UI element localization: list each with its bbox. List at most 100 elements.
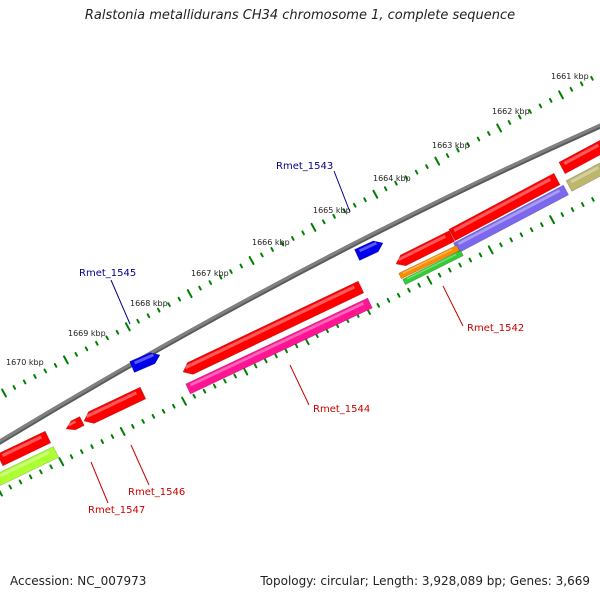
scale-tick — [310, 222, 317, 232]
accession-text: Accession: NC_007973 — [10, 574, 147, 588]
gene-lower-khaki-shine — [570, 166, 600, 184]
scale-tick — [136, 318, 140, 324]
gene-rmet-1548-shine — [1, 435, 43, 458]
scale-tick — [253, 363, 258, 369]
gene-rmet-1540-body — [558, 139, 600, 175]
scale-tick — [383, 186, 388, 192]
scale-tick — [591, 197, 595, 202]
gene-rmet-1542-part-shine — [397, 234, 447, 262]
gene-lower-yellowgreen — [0, 446, 60, 486]
gene-rmet-1542-part-body — [395, 230, 456, 267]
gene-rmet-1547 — [65, 416, 85, 431]
gene-label-rmet-1545[interactable]: Rmet_1545 — [79, 268, 136, 279]
scale-tick — [33, 374, 37, 379]
scale-tick — [476, 136, 481, 142]
scale-tick — [407, 287, 411, 293]
gene-lower-magenta-body — [185, 297, 373, 395]
scale-label: 1666 kbp — [252, 238, 290, 247]
scale-tick — [579, 81, 584, 87]
scale-tick — [202, 388, 207, 394]
scale-tick — [0, 489, 3, 497]
scale-tick — [208, 280, 213, 285]
scale-tick — [1, 388, 7, 398]
label-leader-line — [333, 170, 351, 213]
scale-tick — [49, 464, 53, 470]
chromosome-backbone-highlight — [0, 123, 600, 443]
scale-tick — [124, 322, 131, 332]
label-leader-line — [130, 444, 150, 486]
scale-tick — [270, 247, 274, 252]
gene-lower-green — [402, 249, 464, 286]
chromosome-backbone-layer — [0, 123, 600, 445]
scale-tick — [161, 408, 166, 414]
scale-label: 1669 kbp — [68, 329, 106, 338]
scale-tick — [363, 197, 367, 203]
gene-label-rmet-1543[interactable]: Rmet_1543 — [276, 161, 333, 172]
label-leader-line — [90, 461, 109, 504]
scale-tick — [58, 457, 65, 467]
scale-tick — [548, 97, 553, 103]
scale-tick — [342, 208, 347, 214]
label-leader-line — [442, 285, 464, 327]
scale-tick — [569, 86, 574, 92]
scale-tick — [478, 252, 483, 258]
label-leader-line — [289, 364, 310, 406]
gene-lower-magenta-shine — [189, 302, 365, 387]
gene-label-rmet-1544[interactable]: Rmet_1544 — [313, 404, 370, 415]
scale-tick — [284, 348, 289, 354]
scale-tick — [560, 212, 565, 218]
scale-tick — [352, 202, 357, 208]
scale-tick — [53, 362, 58, 368]
scale-tick — [105, 335, 109, 341]
label-leader-line — [110, 279, 131, 325]
scale-tick — [167, 302, 171, 308]
gene-lower-green-shine — [406, 253, 457, 280]
gene-rmet-1546 — [83, 386, 147, 424]
inner-tick-track — [0, 197, 595, 497]
scale-tick — [325, 328, 329, 334]
scale-tick — [274, 353, 278, 359]
scale-tick — [218, 274, 223, 280]
gene-rmet-1543-shine — [358, 241, 378, 253]
gene-rmet-1541-shine — [453, 177, 552, 232]
scale-tick — [322, 219, 326, 225]
gene-label-rmet-1542[interactable]: Rmet_1542 — [467, 323, 524, 334]
gene-rmet-1540 — [558, 139, 600, 175]
gene-rmet-1541-body — [448, 172, 561, 242]
scale-tick — [110, 434, 115, 439]
scale-tick — [404, 175, 409, 181]
scale-tick — [131, 424, 135, 429]
gene-label-rmet-1547[interactable]: Rmet_1547 — [88, 505, 145, 516]
scale-tick — [519, 232, 524, 238]
gene-rmet-1548 — [0, 430, 52, 467]
scale-tick — [223, 378, 227, 384]
scale-tick — [425, 164, 429, 170]
gene-lower-purple-shine — [457, 189, 561, 246]
gene-label-rmet-1546[interactable]: Rmet_1546 — [128, 487, 185, 498]
scale-tick — [39, 469, 43, 475]
scale-tick — [192, 393, 197, 399]
scale-tick — [8, 484, 12, 490]
gene-lower-khaki — [565, 162, 600, 192]
scale-tick — [248, 255, 255, 266]
scale-tick — [528, 109, 532, 114]
sequence-info-text: Topology: circular; Length: 3,928,089 bp… — [260, 574, 590, 588]
scale-tick — [496, 123, 503, 133]
gene-lower-orange-body — [398, 244, 460, 280]
gene-rmet-1547-shine — [68, 420, 77, 427]
gene-rmet-1542-part — [395, 230, 456, 267]
gene-rmet-1540-shine — [563, 143, 600, 165]
scale-tick — [181, 396, 187, 406]
scale-tick — [177, 296, 182, 302]
gene-rmet-1544 — [182, 280, 365, 375]
gene-rmet-1547-body — [65, 416, 85, 431]
scale-tick — [445, 153, 450, 158]
scale-tick — [62, 355, 69, 365]
scale-tick — [529, 227, 534, 233]
scale-tick — [487, 131, 491, 136]
scale-tick — [507, 120, 512, 125]
scale-tick — [570, 207, 575, 212]
scale-tick — [499, 242, 503, 248]
scale-tick — [417, 282, 421, 288]
scale-tick — [437, 272, 442, 278]
